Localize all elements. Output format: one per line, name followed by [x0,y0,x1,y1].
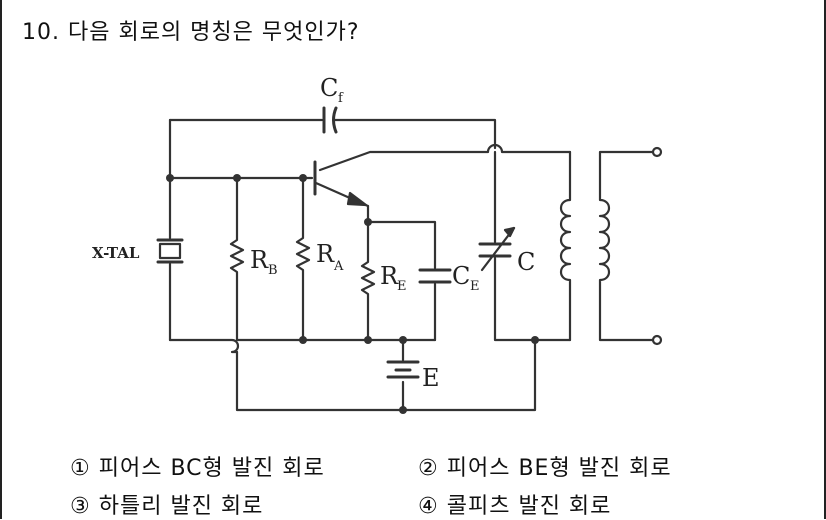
label-re: R [380,262,399,290]
primary-coil [559,150,572,342]
option-3-text: 하틀리 발진 회로 [98,494,264,519]
feedback-wire [168,118,497,150]
label-xtal: X-TAL [92,244,140,262]
label-cf: C [320,74,338,102]
collector-wire [318,143,572,172]
secondary-coil [598,150,657,342]
question-number: 10. [22,20,60,45]
output-terminal-bottom [651,334,663,346]
transistor-emitter-arrow [346,191,368,207]
label-cf-sub: f [338,91,344,106]
question-text: 10. 다음 회로의 명칭은 무엇인가? [22,14,360,46]
label-ce: C [452,262,470,290]
option-2-text: 피어스 BE형 발진 회로 [446,456,672,481]
oscillator-circuit-diagram: C f X-TAL R B R A R E C E C E [92,74,663,414]
label-var-cap: C [517,248,535,276]
option-1-text: 피어스 BC형 발진 회로 [98,456,325,481]
option-2[interactable]: ② 피어스 BE형 발진 회로 [418,450,672,482]
label-re-sub: E [397,279,407,294]
resistor-rb [229,176,245,342]
option-3[interactable]: ③ 하틀리 발진 회로 [70,488,263,520]
emitter-wire [366,204,437,342]
option-1-marker: ① [70,456,91,481]
label-ra-sub: A [333,259,344,274]
resistor-ra [295,176,311,342]
label-rb: R [250,246,269,274]
cap-cf-plate-right [332,106,338,134]
option-4-text: 콜피츠 발진 회로 [446,494,612,519]
label-battery: E [422,364,440,392]
option-3-marker: ③ [70,494,91,519]
option-2-marker: ② [418,456,439,481]
label-ra: R [316,240,335,268]
option-1[interactable]: ① 피어스 BC형 발진 회로 [70,450,325,482]
xtal-body [158,242,182,260]
question-body: 다음 회로의 명칭은 무엇인가? [68,20,360,45]
output-terminal-top [651,146,663,158]
tank-left-wire [493,150,572,342]
label-ce-sub: E [470,279,480,294]
resistor-re [360,220,376,342]
label-rb-sub: B [268,263,278,278]
option-4[interactable]: ④ 콜피츠 발진 회로 [418,488,611,520]
option-4-marker: ④ [418,494,439,519]
return-wire [235,338,537,412]
